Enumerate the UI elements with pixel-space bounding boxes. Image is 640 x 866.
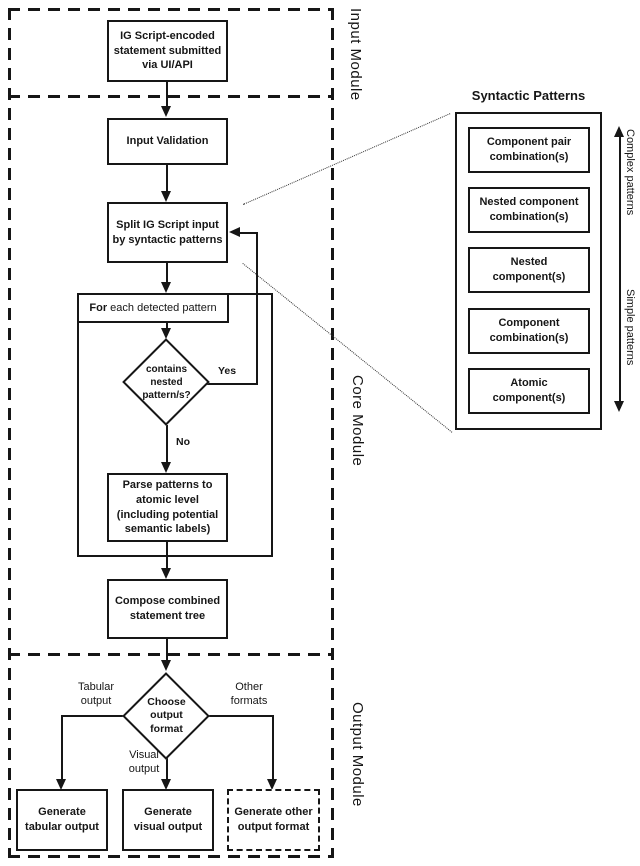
no-label: No (176, 436, 190, 448)
patterns-panel-title: Syntactic Patterns (471, 88, 586, 103)
decision-format-text: Choose output format (147, 695, 186, 735)
arrow-no-branch (166, 425, 168, 464)
arrowhead-down-icon (161, 779, 171, 790)
core-module-label: Core Module (349, 375, 366, 467)
arrowhead-down-icon (56, 779, 66, 790)
arrowhead-down-icon (161, 568, 171, 579)
yes-label: Yes (217, 365, 237, 377)
simple-patterns-label: Simple patterns (624, 289, 636, 366)
foreach-suffix: each detected pattern (107, 301, 217, 314)
module-frame-left-border (8, 8, 11, 858)
arrow-split-to-foreach (166, 263, 168, 284)
node-compose-tree: Compose combined statement tree (107, 579, 228, 639)
tabular-output-label: Tabular output (77, 681, 115, 707)
yes-loop-return (237, 232, 258, 234)
arrowhead-down-icon (614, 401, 624, 412)
other-branch-horizontal (207, 715, 274, 717)
node-split-input: Split IG Script input by syntactic patte… (107, 202, 228, 263)
pattern-item: Component combination(s) (468, 308, 590, 354)
callout-connector-top (243, 113, 451, 205)
pattern-item: Atomic component(s) (468, 368, 590, 414)
visual-output-label: Visual output (128, 749, 160, 775)
decision-nested-text: contains nested pattern/s? (142, 363, 191, 401)
patterns-panel-box (455, 112, 602, 430)
module-frame-bottom-border (8, 855, 334, 858)
arrowhead-down-icon (161, 191, 171, 202)
node-generate-other: Generate other output format (227, 789, 320, 851)
visual-branch-vertical (166, 757, 168, 781)
arrowhead-down-icon (161, 328, 171, 339)
input-core-divider (8, 95, 334, 98)
yes-loop-horizontal (207, 383, 258, 385)
node-foreach-pattern: For each detected pattern (77, 293, 229, 323)
foreach-prefix: For (89, 301, 108, 314)
pattern-item: Nested component combination(s) (468, 187, 590, 233)
input-module-label: Input Module (347, 8, 364, 101)
arrow-foreach-to-decision (166, 323, 168, 331)
core-output-divider (8, 653, 334, 656)
node-generate-visual: Generate visual output (122, 789, 214, 851)
arrowhead-down-icon (161, 106, 171, 117)
pattern-item: Component pair combination(s) (468, 127, 590, 173)
arrowhead-down-icon (267, 779, 277, 790)
complex-patterns-label: Complex patterns (624, 129, 636, 216)
arrowhead-down-icon (161, 462, 171, 473)
arrowhead-down-icon (161, 282, 171, 293)
module-frame-right-border (331, 8, 334, 858)
arrow-compose-to-format (166, 639, 168, 662)
node-parse-patterns: Parse patterns to atomic level (includin… (107, 473, 228, 542)
node-input-validation: Input Validation (107, 118, 228, 165)
node-generate-tabular: Generate tabular output (16, 789, 108, 851)
module-frame-top-border (8, 8, 334, 11)
pattern-item: Nested component(s) (468, 247, 590, 293)
arrow-parse-to-compose (166, 542, 168, 570)
arrowhead-left-icon (229, 227, 240, 237)
yes-loop-vertical (256, 233, 258, 385)
arrowhead-down-icon (161, 660, 171, 671)
callout-connector-bottom (242, 263, 453, 433)
other-branch-vertical (272, 715, 274, 781)
tabular-branch-vertical (61, 715, 63, 781)
arrow-validate-to-split (166, 165, 168, 193)
output-module-label: Output Module (349, 702, 366, 807)
other-formats-label: Other formats (230, 681, 268, 707)
node-submit: IG Script-encoded statement submitted vi… (107, 20, 228, 82)
arrow-submit-to-validate (166, 82, 168, 108)
tabular-branch-horizontal (62, 715, 126, 717)
arrowhead-up-icon (614, 126, 624, 137)
complexity-axis-line (619, 130, 621, 408)
